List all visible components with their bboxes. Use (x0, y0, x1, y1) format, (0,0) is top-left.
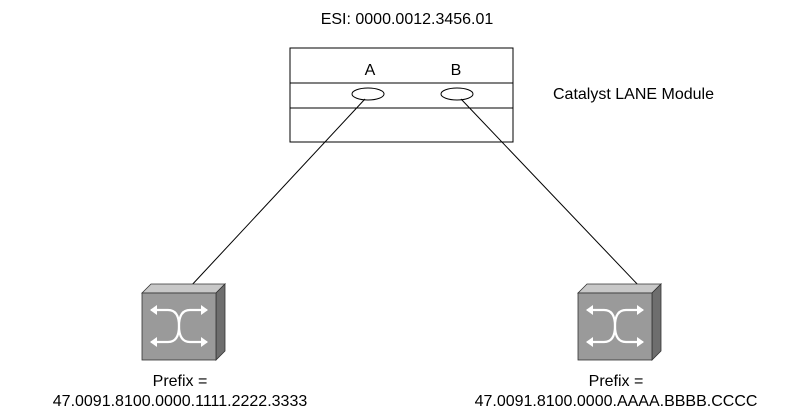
port-a-ellipse (351, 87, 385, 101)
atm-switch-icon (577, 283, 662, 361)
link-b (460, 98, 641, 288)
module-name-label: Catalyst LANE Module (553, 86, 714, 103)
switch-b-prefix-value: 47.0091.8100.0000.AAAA.BBBB.CCCC (474, 393, 758, 410)
lane-module (289, 47, 514, 143)
switch-b-prefix-label: Prefix = (588, 373, 644, 390)
esi-label: ESI: 0000.0012.3456.01 (320, 11, 494, 28)
switch-a-prefix-label: Prefix = (152, 373, 208, 390)
link-a (189, 98, 366, 288)
atm-switch-icon (141, 283, 226, 361)
port-b-ellipse (440, 87, 474, 101)
port-a-label: A (364, 62, 376, 79)
port-b-label: B (450, 62, 462, 79)
switch-a-prefix-value: 47.0091.8100.0000.1111.2222.3333 (52, 393, 308, 410)
